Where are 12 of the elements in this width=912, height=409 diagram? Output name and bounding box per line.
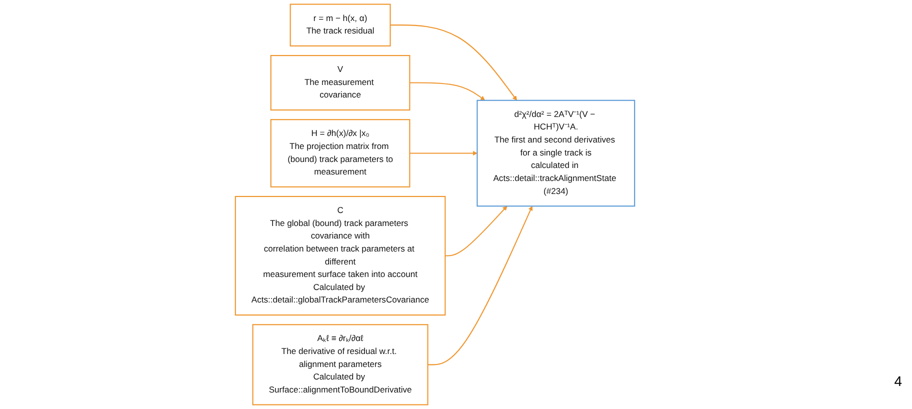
node-box: C The global (bound) track parameters covariance with correlation between track parameters at different measurement surface taken into account Calculated by Acts::detail::globalTrackParametersCovariance [234,196,446,316]
arrow [428,206,533,366]
arrow [390,24,518,101]
node-box: Aₖℓ ≡ ∂rₖ/∂αℓ The derivative of residual w.r.t. alignment parameters Calculated by Surface::alignmentToBoundDerivative [252,324,428,406]
arrow [410,150,478,156]
node-box: r = m − h(x, α) The track residual [290,4,391,46]
page-number: 4 [894,373,902,389]
arrow [445,206,508,256]
node-box: H = ∂h(x)/∂x |x₀ The projection matrix from (bound) track parameters to measurement [270,119,410,188]
node-box: V The measurement covariance [270,55,410,111]
arrow [410,82,486,101]
node-box: d²χ²/dα² = 2AᵀV⁻¹(V − HCHᵀ)V⁻¹A. The first and second derivatives for a single track is calculated in Acts::detail::trackAlignmentState (#234) [476,100,636,207]
